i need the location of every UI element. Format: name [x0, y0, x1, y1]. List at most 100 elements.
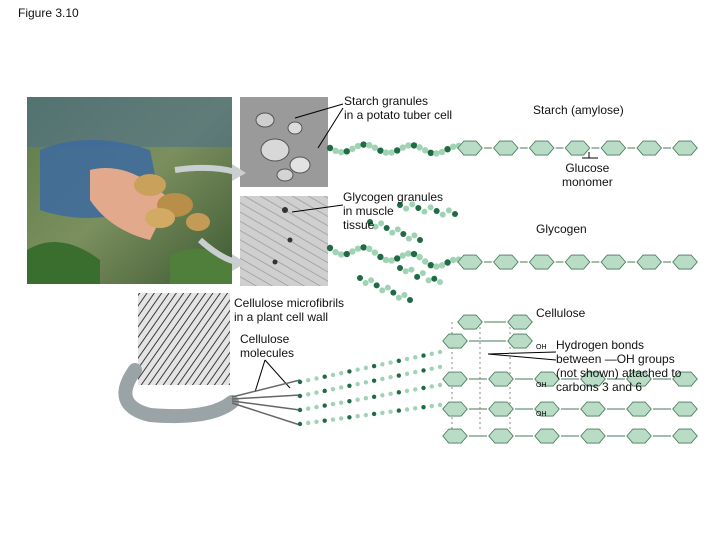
bead [363, 396, 369, 401]
bead [314, 419, 319, 424]
bead [429, 403, 434, 409]
glucose-ring [672, 401, 698, 417]
bead [383, 225, 390, 231]
bead [332, 147, 339, 155]
hydrogen-bonds-label: Hydrogen bonds between —OH groups (not s… [556, 338, 682, 394]
glucose-ring [636, 254, 662, 270]
bead [354, 245, 362, 252]
glucose-ring [528, 254, 555, 270]
bead [338, 416, 344, 421]
bead [388, 149, 395, 156]
oh-label: OH [536, 411, 547, 418]
bead [437, 279, 443, 285]
polymer-bead-chains [297, 141, 474, 427]
bead [371, 411, 377, 417]
bead [422, 147, 429, 154]
bead [437, 382, 443, 388]
bead [425, 277, 432, 284]
oh-label: OH [536, 382, 547, 389]
bead [445, 207, 452, 214]
bead [379, 287, 386, 294]
bead [366, 141, 373, 149]
bead [409, 201, 416, 208]
bead [410, 142, 418, 149]
bead [413, 355, 418, 360]
glucose-ring [493, 254, 519, 270]
bead [378, 220, 385, 227]
bead [437, 402, 443, 408]
bead [314, 390, 319, 395]
bead [404, 371, 410, 377]
bead [297, 393, 303, 399]
bead [394, 226, 401, 233]
bead [373, 282, 380, 289]
bead [421, 208, 428, 215]
bead [421, 405, 426, 410]
glucose-ring [442, 371, 468, 387]
bead [306, 406, 311, 411]
bead [297, 379, 303, 385]
glucose-ring [528, 140, 555, 156]
bead [431, 275, 438, 282]
bead [419, 270, 426, 277]
bead [372, 223, 379, 230]
bead [380, 393, 385, 398]
bead [390, 289, 397, 296]
glucose-ring [580, 401, 606, 417]
glucose-ring [626, 428, 652, 444]
bead [297, 407, 303, 413]
glucose-ring [488, 428, 514, 444]
bead [380, 410, 385, 416]
starch-granules-label: Starch granules in a potato tuber cell [344, 94, 453, 122]
glucose-ring [672, 254, 698, 270]
bead [355, 413, 360, 419]
bead [349, 248, 356, 255]
bead [388, 257, 395, 264]
bead [437, 364, 443, 370]
bead [444, 145, 451, 153]
bead [421, 385, 426, 391]
bead [377, 147, 384, 154]
bead [437, 349, 443, 355]
glucose-ring [636, 140, 662, 156]
bead [332, 248, 339, 256]
bead [371, 249, 378, 256]
bead [343, 148, 350, 155]
glucose-ring [507, 333, 533, 349]
glucose-ring-chains: OH OH OH [442, 140, 698, 444]
bead [330, 401, 336, 407]
bead [427, 261, 434, 269]
bead [452, 211, 458, 217]
bead [363, 412, 369, 418]
bead [367, 219, 373, 225]
bead [357, 275, 363, 281]
bead [399, 144, 406, 151]
bead [347, 415, 352, 420]
bead [407, 297, 413, 303]
bead [354, 142, 362, 150]
bead [338, 148, 345, 156]
bead [400, 231, 407, 237]
bead [414, 273, 421, 280]
glucose-ring [580, 428, 606, 444]
glucose-ring [442, 401, 468, 417]
bead [384, 284, 391, 291]
bead [410, 250, 418, 258]
glucose-ring [600, 254, 627, 270]
glucose-ring [672, 428, 698, 444]
bead [429, 384, 434, 389]
bead [438, 262, 446, 269]
bead [363, 380, 369, 385]
bead [306, 420, 311, 426]
bead [326, 244, 334, 252]
glucose-ring [564, 254, 591, 270]
bead [360, 244, 367, 251]
bead [444, 259, 451, 266]
bead [405, 142, 412, 149]
glycogen-micrograph [240, 196, 328, 286]
oh-label: OH [536, 344, 547, 351]
bead [396, 358, 402, 364]
bead [368, 277, 375, 284]
glycogen-granules-label: Glycogen granules in muscle tissue [343, 190, 444, 232]
